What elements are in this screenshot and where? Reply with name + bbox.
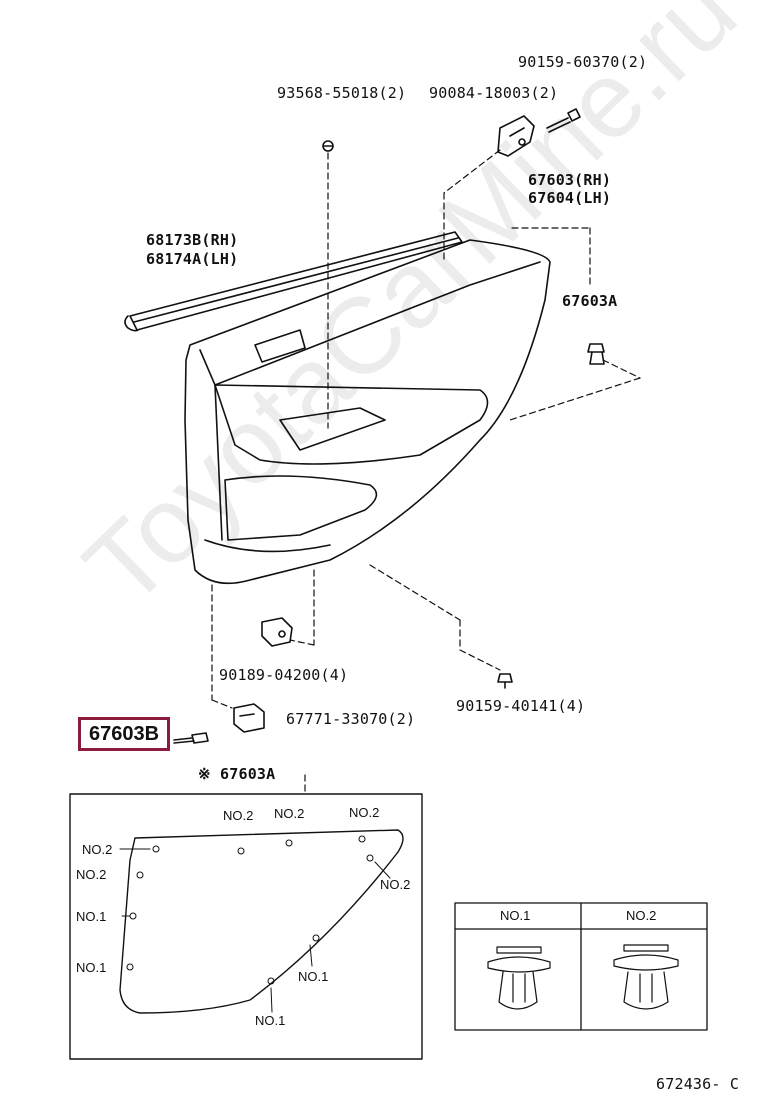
detail-panel-outline: [119, 829, 404, 1014]
label-68174a-lh: 68174A(LH): [146, 250, 239, 268]
label-93568-55018: 93568-55018(2): [277, 84, 407, 102]
label-67771-33070: 67771-33070(2): [286, 710, 416, 728]
label-68173b-rh: 68173B(RH): [146, 231, 239, 249]
legend-header-no1: NO.1: [500, 908, 531, 923]
door-trim-panel-icon: [184, 239, 551, 585]
legend-header-no2: NO.2: [626, 908, 657, 923]
label-90084-18003: 90084-18003(2): [429, 84, 559, 102]
nut-90189-04200-icon: [261, 617, 293, 647]
screw-90159-60370-icon: [546, 108, 581, 133]
guide-lines: [211, 149, 641, 795]
highlighted-part-label: 67603B: [88, 723, 160, 745]
detail-label-no2-a: NO.2: [223, 808, 254, 823]
detail-label-no2-e: NO.2: [76, 867, 107, 882]
clip-67603b-icon: [173, 732, 209, 744]
retainer-67771-33070-icon: [233, 703, 265, 733]
detail-label-no2-d: NO.2: [82, 842, 113, 857]
screw-90159-40141-icon: [497, 673, 513, 689]
weatherstrip-68173b-icon: [124, 231, 463, 332]
detail-label-no2-c: NO.2: [349, 805, 380, 820]
clip-no1-icon: [487, 946, 551, 1010]
label-90159-40141: 90159-40141(4): [456, 697, 586, 715]
clip-67603a-icon: [587, 343, 605, 365]
detail-label-no1-d: NO.1: [255, 1013, 286, 1028]
detail-label-no1-c: NO.1: [298, 969, 329, 984]
clip-no2-icon: [613, 944, 679, 1010]
label-90189-04200: 90189-04200(4): [219, 666, 349, 684]
label-90159-60370: 90159-60370(2): [518, 53, 648, 71]
label-67603a-detail: ※ 67603A: [198, 765, 276, 783]
detail-label-no1-b: NO.1: [76, 960, 107, 975]
clip-93568-55018-icon: [322, 140, 334, 152]
label-67603-rh: 67603(RH): [528, 171, 612, 189]
clip-legend-table: [454, 902, 708, 1031]
detail-label-no2-b: NO.2: [274, 806, 305, 821]
detail-label-no2-f: NO.2: [380, 877, 411, 892]
label-67604-lh: 67604(LH): [528, 189, 612, 207]
detail-clip-marks: [119, 835, 391, 1013]
label-67603a: 67603A: [562, 292, 618, 310]
detail-label-no1-a: NO.1: [76, 909, 107, 924]
bracket-90084-18003-icon: [497, 115, 535, 157]
diagram-code: 672436- C: [656, 1075, 740, 1093]
highlighted-part-67603b[interactable]: 67603B: [78, 717, 170, 751]
detail-box: [69, 793, 423, 1060]
